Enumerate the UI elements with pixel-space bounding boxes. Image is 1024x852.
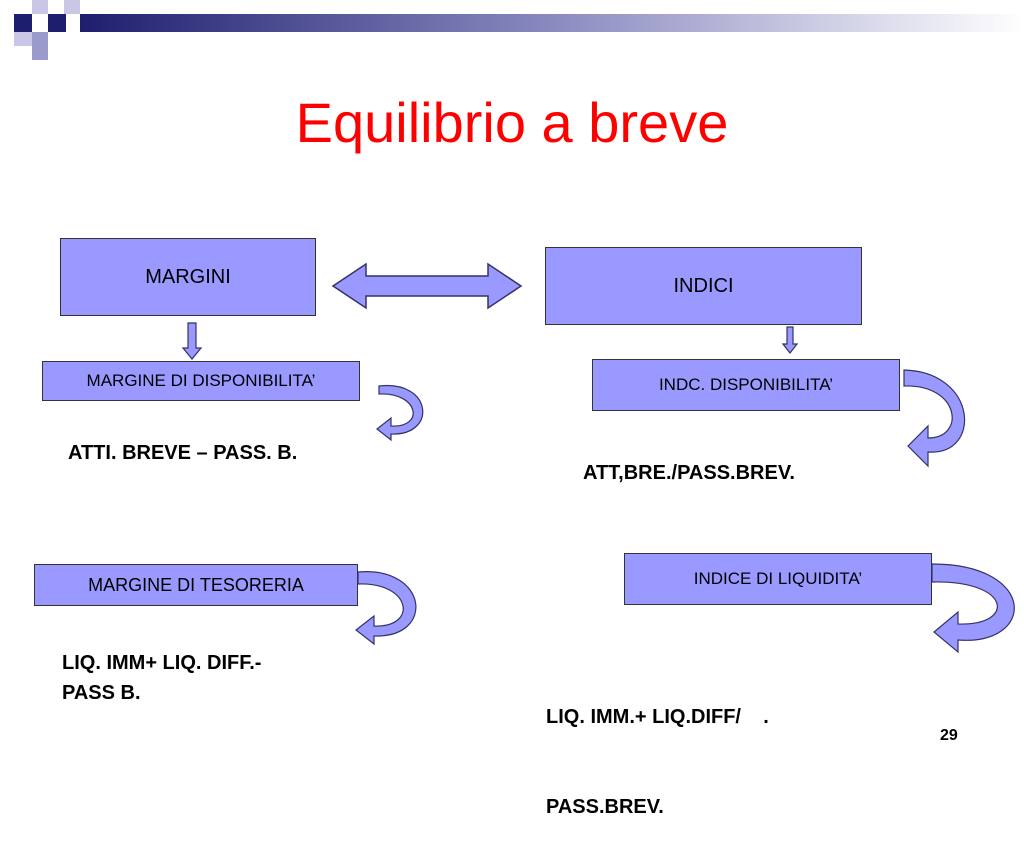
margine-tesoreria-label: MARGINE DI TESORERIA — [88, 574, 304, 595]
indice-liquidita-box: INDICE DI LIQUIDITA’ — [624, 553, 932, 605]
margini-box: MARGINI — [60, 238, 316, 316]
down-arrow-right — [782, 326, 798, 354]
indice-liquidita-formula-line2: PASS.BREV. — [546, 796, 664, 818]
page-number: 29 — [940, 727, 958, 744]
margine-tesoreria-box: MARGINE DI TESORERIA — [34, 564, 358, 606]
header-square-7 — [64, 0, 80, 14]
header-square-6 — [32, 46, 48, 60]
header-square-4 — [14, 32, 32, 46]
header-square-1 — [14, 14, 32, 32]
margine-disponibilita-box: MARGINE DI DISPONIBILITA’ — [42, 361, 360, 401]
header-square-3 — [32, 0, 48, 14]
margine-disponibilita-formula: ATTI. BREVE – PASS. B. — [68, 442, 298, 464]
margine-tesoreria-formula: LIQ. IMM+ LIQ. DIFF.- PASS B. — [62, 648, 261, 708]
slide-title: Equilibrio a breve — [295, 91, 729, 154]
header-square-5 — [32, 32, 48, 46]
indici-label: INDICI — [673, 274, 734, 297]
margini-label: MARGINI — [145, 265, 231, 288]
down-arrow-left — [182, 322, 202, 360]
curved-arrow-left-2 — [355, 571, 417, 646]
indice-liquidita-label: INDICE DI LIQUIDITA’ — [693, 569, 863, 588]
indc-disponibilita-formula: ATT,BRE./PASS.BREV. — [583, 462, 795, 484]
margine-tesoreria-formula-line1: LIQ. IMM+ LIQ. DIFF.- — [62, 652, 262, 674]
indice-liquidita-formula: LIQ. IMM.+ LIQ.DIFF/ . PASS.BREV. — [546, 642, 769, 852]
double-arrow — [331, 262, 523, 310]
indice-liquidita-formula-line1: LIQ. IMM.+ LIQ.DIFF/ . — [546, 706, 769, 728]
margine-disponibilita-label: MARGINE DI DISPONIBILITA’ — [86, 371, 316, 390]
indc-disponibilita-label: INDC. DISPONIBILITA’ — [658, 375, 834, 394]
header-square-2 — [48, 14, 66, 32]
indc-disponibilita-box: INDC. DISPONIBILITA’ — [592, 359, 900, 411]
margine-tesoreria-formula-line2: PASS B. — [62, 682, 141, 704]
header-decoration — [14, 0, 1024, 60]
curved-arrow-right-2 — [931, 563, 1015, 654]
indici-box: INDICI — [545, 247, 862, 325]
curved-arrow-right-1 — [903, 369, 966, 468]
curved-arrow-left-1 — [376, 385, 424, 442]
header-gradient-bar — [80, 14, 1024, 32]
